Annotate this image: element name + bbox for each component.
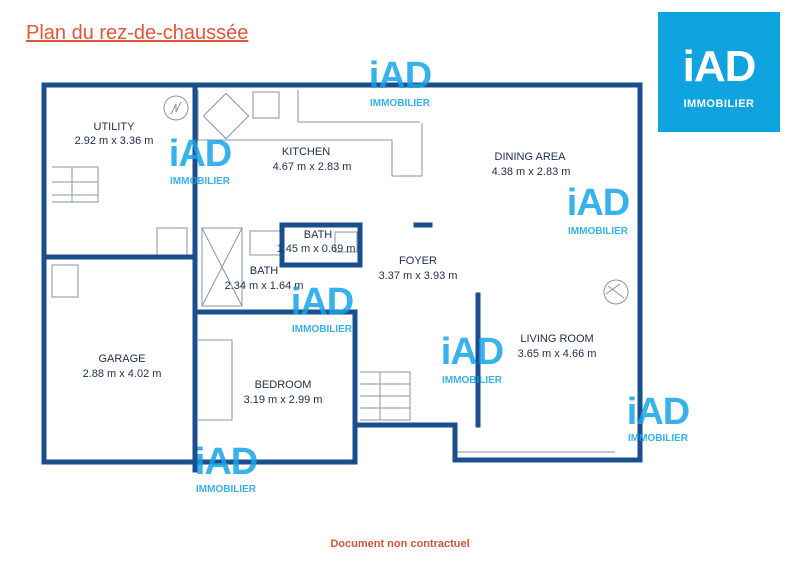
room-garage-name: GARAGE <box>98 353 145 365</box>
watermark-logo: iAD <box>627 391 689 433</box>
room-bath-name: BATH <box>250 265 279 277</box>
watermark-logo: iAD <box>291 281 353 323</box>
footer-disclaimer: Document non contractuel <box>330 538 470 550</box>
walls <box>41 82 643 473</box>
watermark-sub: IMMOBILIER <box>196 484 257 495</box>
room-utility-name: UTILITY <box>94 121 136 133</box>
room-kitchen-name: KITCHEN <box>282 146 330 158</box>
room-foyer-size: 3.37 m x 3.93 m <box>379 270 458 282</box>
room-utility-size: 2.92 m x 3.36 m <box>75 135 154 147</box>
room-bedroom-size: 3.19 m x 2.99 m <box>244 394 323 406</box>
room-garage-size: 2.88 m x 4.02 m <box>83 368 162 380</box>
brand-logo-subtitle: IMMOBILIER <box>683 98 755 110</box>
room-bath-small-size: 1.45 m x 0.69 m <box>277 243 356 255</box>
electric-panel-icon <box>163 95 189 121</box>
room-dining-size: 4.38 m x 2.83 m <box>492 166 571 178</box>
room-living-size: 3.65 m x 4.66 m <box>518 348 597 360</box>
watermark-sub: IMMOBILIER <box>170 176 231 187</box>
brand-logo-text: iAD <box>682 42 757 91</box>
watermark-logo: iAD <box>195 441 257 483</box>
plan-title: Plan du rez-de-chaussée <box>26 22 249 44</box>
watermark-sub: IMMOBILIER <box>442 375 503 386</box>
room-living-name: LIVING ROOM <box>520 333 593 345</box>
watermark-logo: iAD <box>567 182 629 224</box>
watermarks: iAD IMMOBILIER iAD IMMOBILIER iAD IMMOBI… <box>169 55 690 495</box>
watermark-sub: IMMOBILIER <box>628 433 689 444</box>
brand-logo: iAD IMMOBILIER <box>658 12 780 132</box>
watermark-sub: IMMOBILIER <box>292 324 353 335</box>
watermark-sub: IMMOBILIER <box>568 226 629 237</box>
room-kitchen-size: 4.67 m x 2.83 m <box>273 161 352 173</box>
watermark-logo: iAD <box>169 133 231 175</box>
room-foyer-name: FOYER <box>399 255 437 267</box>
watermark-sub: IMMOBILIER <box>370 98 431 109</box>
room-bath-small-name: BATH <box>304 229 333 241</box>
stove-icon <box>202 92 250 140</box>
watermark-logo: iAD <box>441 331 503 373</box>
room-bath-size: 2.34 m x 1.64 m <box>225 280 304 292</box>
room-bedroom-name: BEDROOM <box>255 379 312 391</box>
room-dining-name: DINING AREA <box>495 151 567 163</box>
watermark-logo: iAD <box>369 55 431 97</box>
room-labels: UTILITY 2.92 m x 3.36 m KITCHEN 4.67 m x… <box>75 121 597 406</box>
